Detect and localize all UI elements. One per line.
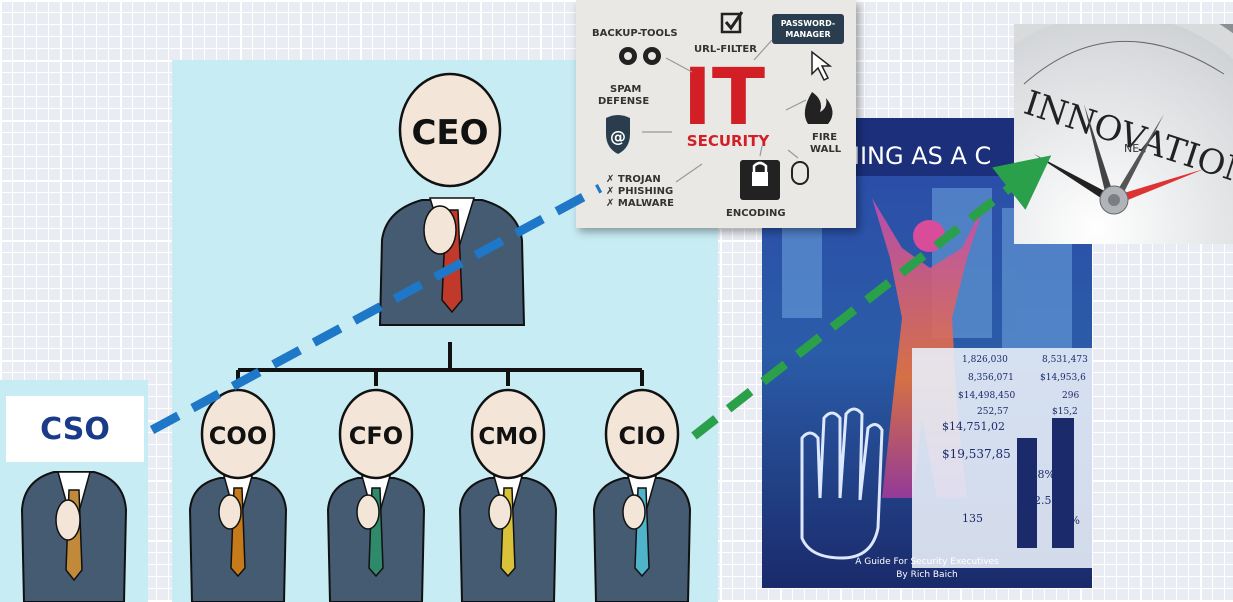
trojan-label: ✗ TROJAN — [606, 174, 661, 185]
fire-icon — [804, 92, 833, 124]
lock-icon — [740, 160, 780, 200]
compass-svg: INNOVATION NE — [1014, 24, 1233, 244]
defense-label: DEFENSE — [598, 96, 649, 107]
org-chart-svg: CEO COO CFO — [188, 72, 692, 602]
it-security-svg: BACKUP-TOOLS URL-FILTER PASSWORD- MANAGE… — [576, 0, 856, 228]
phishing-label: ✗ PHISHING — [606, 186, 673, 197]
book-number: 8.5% — [1052, 514, 1080, 527]
malware-label: ✗ MALWARE — [606, 198, 674, 209]
shield-icon: @ — [606, 115, 630, 154]
cfo-label: CFO — [349, 422, 403, 450]
wall-label: WALL — [810, 144, 842, 155]
cio-label: CIO — [619, 422, 666, 450]
fire-label: FIRE — [812, 132, 837, 143]
book-number: 135 — [962, 512, 983, 525]
coo-figure: COO — [188, 388, 288, 602]
book-number: $14,498,450 — [958, 391, 1016, 401]
book-number: 8,531,473 — [1042, 355, 1088, 365]
cso-figure — [20, 471, 128, 602]
book-number: 132.5 — [1020, 494, 1052, 507]
cio-to-innovation-arrow — [691, 155, 1052, 440]
it-big-label: IT — [683, 53, 765, 143]
book-number: 1,826,030 — [962, 355, 1008, 365]
security-label: SECURITY — [687, 132, 771, 150]
book-number: 8,356,071 — [968, 373, 1014, 383]
book-number: 252,57 — [977, 407, 1009, 417]
org-connectors — [236, 342, 644, 386]
spam-label: SPAM — [610, 84, 641, 95]
mouse-icon — [791, 161, 809, 185]
encoding-label: ENCODING — [726, 208, 786, 219]
cfo-figure: CFO — [326, 388, 426, 602]
book-number: $14,953,6 — [1040, 373, 1086, 383]
cmo-figure: CMO — [458, 388, 558, 602]
url-filter-label: URL-FILTER — [694, 44, 757, 55]
book-number: $15,2 — [1052, 407, 1078, 417]
compass-ne: NE — [1124, 142, 1139, 155]
manager-label: MANAGER — [785, 30, 830, 39]
backup-tools-label: BACKUP-TOOLS — [592, 28, 678, 39]
gears-icon — [619, 47, 661, 65]
ceo-label: CEO — [411, 113, 488, 153]
book-subtitle: A Guide For Security Executives — [855, 557, 999, 567]
coo-label: COO — [209, 422, 267, 450]
it-security-image: BACKUP-TOOLS URL-FILTER PASSWORD- MANAGE… — [576, 0, 856, 228]
svg-text:@: @ — [610, 127, 626, 146]
cso-label: CSO — [6, 396, 144, 462]
cmo-label: CMO — [478, 424, 537, 450]
cso-to-it-security-arrow — [149, 184, 603, 434]
pointer-hand-icon — [811, 50, 833, 82]
password-label: PASSWORD- — [781, 19, 835, 28]
book-number: 34.8% — [1020, 468, 1055, 481]
cio-figure: CIO — [592, 388, 692, 602]
book-author: By Rich Baich — [896, 570, 957, 580]
book-number: 296 — [1062, 391, 1079, 401]
book-number: $14,751,02 — [942, 420, 1005, 433]
ceo-figure: CEO — [378, 72, 526, 326]
innovation-compass-image: INNOVATION NE — [1014, 24, 1233, 244]
book-number: $2 — [1052, 433, 1063, 443]
book-number: $19,537,85 — [942, 447, 1011, 461]
book-title: NING AS A C — [842, 142, 991, 170]
checkbox-icon — [720, 11, 744, 34]
